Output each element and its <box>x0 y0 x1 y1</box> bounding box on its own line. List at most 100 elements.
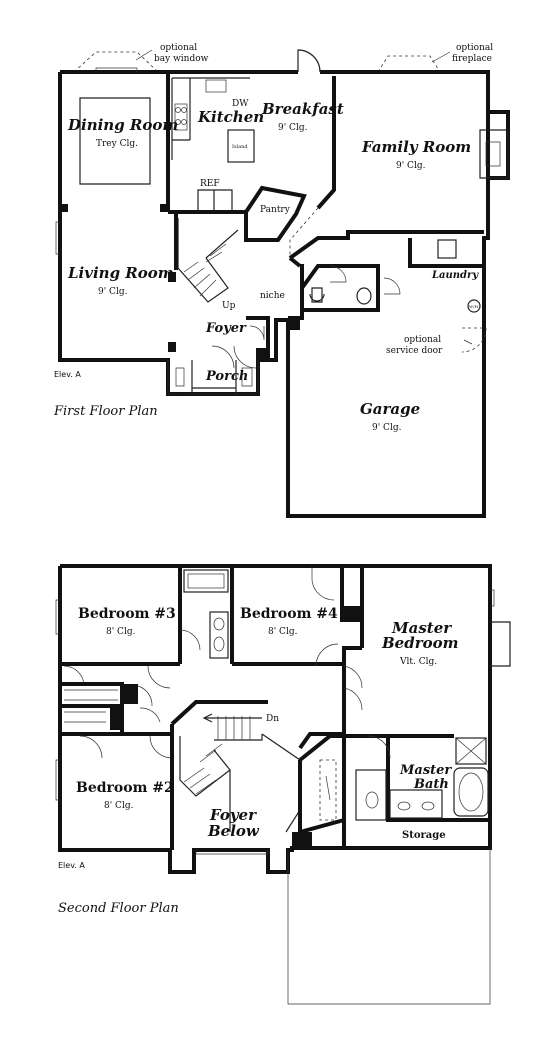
closet-block <box>292 832 312 850</box>
bedroom-3-label: Bedroom #3 <box>78 606 176 622</box>
master-bath-label-1: Master <box>399 763 452 778</box>
breakfast-label: Breakfast <box>261 100 344 118</box>
dining-room-label: Dining Room <box>67 116 178 134</box>
hall-tub <box>183 569 229 593</box>
closet-shelf <box>64 689 118 723</box>
door-swing <box>315 643 339 667</box>
master-bath-label-2: Bath <box>413 777 449 792</box>
column-4 <box>168 342 176 352</box>
bay-window-note-1: optional <box>160 43 197 53</box>
bay-window-note-2: bay window <box>154 54 209 64</box>
foyer-below-label-1: Foyer <box>209 806 257 824</box>
walk-in-closet-wall <box>298 734 346 835</box>
foyer-below-label-2: Below <box>207 822 260 840</box>
fireplace-box <box>479 129 509 179</box>
kitchen-island <box>227 129 255 163</box>
water-heater <box>467 299 481 313</box>
dining-trey-outline <box>79 97 151 185</box>
hall-toilet <box>213 636 225 652</box>
door-swing <box>383 277 401 295</box>
door-swing <box>211 345 235 369</box>
closet-shelf-line <box>325 775 331 801</box>
dn-arrow <box>202 713 262 723</box>
bedroom-3-ceiling: 8' Clg. <box>106 627 136 637</box>
master-toilet <box>365 791 379 809</box>
garage-below-outline <box>287 848 491 1005</box>
master-bay <box>490 621 511 667</box>
living-room-ceiling: 9' Clg. <box>98 287 128 297</box>
fridge-outline <box>197 189 233 213</box>
living-room-window <box>55 221 60 255</box>
bed4-closet-block <box>342 606 362 620</box>
wh-label: W/H <box>469 304 478 309</box>
door-swing <box>147 665 171 689</box>
hall-tub-inner <box>187 573 225 589</box>
niche-label: niche <box>260 291 285 301</box>
laundry-label: Laundry <box>431 270 479 281</box>
upper-stair <box>179 736 231 797</box>
laundry-wall <box>408 238 484 268</box>
powder-toilet <box>309 287 325 303</box>
burner <box>175 107 181 113</box>
stair-treads <box>217 716 251 740</box>
door-swing <box>249 325 265 341</box>
kitchen-counter <box>171 77 250 160</box>
bedroom-2-label: Bedroom #2 <box>76 780 174 796</box>
foyer-rail <box>261 733 301 833</box>
garage-ceiling: 9' Clg. <box>372 423 402 433</box>
stair-treads <box>183 243 227 297</box>
porch-outline <box>167 360 259 395</box>
second-floor-plan: Dn Bedroom #3 8' Clg. Bedroom #4 8' Clg <box>55 564 511 1005</box>
garage-label: Garage <box>360 400 420 418</box>
window <box>490 589 495 607</box>
second-floor-exterior-wall <box>58 564 492 874</box>
window <box>55 759 60 801</box>
hall-sink <box>213 617 225 631</box>
bay-window-leader <box>135 49 153 61</box>
door-swing <box>79 735 103 759</box>
porch-label: Porch <box>205 369 248 384</box>
pantry-label: Pantry <box>260 205 291 215</box>
breakfast-door-swing <box>297 49 321 73</box>
first-floor-plan: Island DW REF Pantry Up Laundry W/H <box>53 43 510 518</box>
kitchen-label: Kitchen <box>197 108 264 126</box>
door-swing <box>329 265 347 283</box>
service-door-arrow <box>463 339 473 345</box>
master-bath-wall <box>344 734 490 822</box>
bed4-closet-door <box>311 566 335 601</box>
dn-label: Dn <box>266 714 279 724</box>
second-floor-elevation: Elev. A <box>58 861 85 870</box>
stair-enclosure-wall <box>170 700 268 850</box>
stair-rail <box>214 734 263 741</box>
breakfast-area-dash <box>289 207 319 258</box>
column-3 <box>168 272 176 282</box>
door-swing <box>233 345 257 369</box>
shower <box>455 737 487 765</box>
burner <box>181 119 187 125</box>
master-sink <box>397 801 411 811</box>
cooktop <box>174 103 188 131</box>
optional-service-door-swing <box>461 327 487 353</box>
dw-label: DW <box>232 99 249 109</box>
bedroom-4-label: Bedroom #4 <box>240 606 338 622</box>
door-swing <box>137 685 153 707</box>
door-swing <box>139 707 161 723</box>
master-bedroom-label-1: Master <box>391 619 452 637</box>
stair-treads <box>183 743 223 795</box>
burner <box>181 107 187 113</box>
storage-label: Storage <box>402 830 446 841</box>
dining-room-ceiling: Trey Clg. <box>96 139 138 149</box>
fireplace-firebox <box>485 141 501 167</box>
master-door-swing <box>343 665 363 711</box>
master-vanity <box>389 789 443 819</box>
toilet-room <box>355 769 387 821</box>
laundry-machine <box>437 239 457 259</box>
window <box>195 850 269 855</box>
staircase <box>177 218 229 303</box>
closet-block <box>122 684 138 704</box>
family-room-label: Family Room <box>361 138 471 156</box>
master-tub-basin <box>458 772 484 812</box>
foyer-wall <box>246 316 270 360</box>
foyer-column <box>288 318 300 330</box>
ref-label: REF <box>200 179 220 189</box>
